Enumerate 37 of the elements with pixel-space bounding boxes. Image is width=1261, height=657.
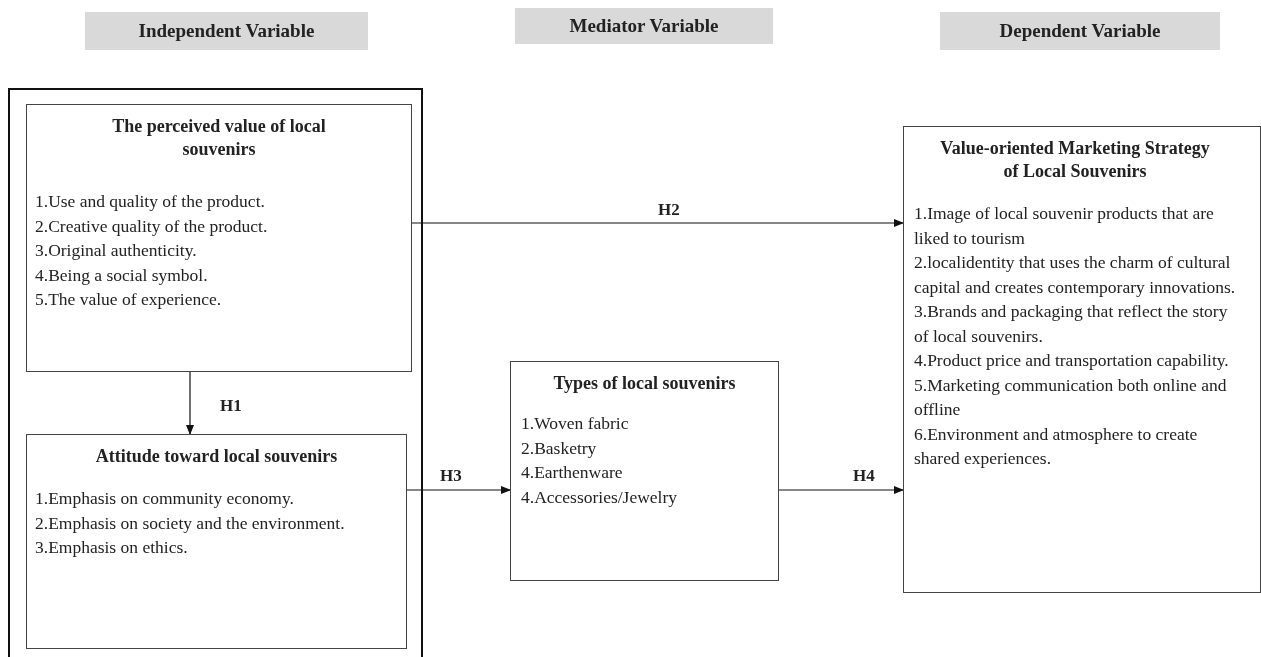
list-item: 5.The value of experience. bbox=[35, 288, 223, 311]
list-item: 1.Use and quality of the product. bbox=[35, 190, 266, 213]
list-item: 4.Product price and transportation capability. bbox=[914, 349, 1230, 372]
box-heading: Attitude toward local souvenirs bbox=[94, 445, 339, 468]
arrow bbox=[186, 371, 194, 435]
list-item: 2.Creative quality of the product. bbox=[35, 214, 269, 238]
list-item: 3.Original authenticity. bbox=[35, 239, 198, 262]
list-item: 6.Environment and atmosphere to create shared experiences. bbox=[914, 422, 1199, 470]
arrow bbox=[778, 486, 904, 494]
list-item: 2.Basketry bbox=[521, 436, 598, 460]
group-frame bbox=[8, 88, 423, 657]
arrow bbox=[411, 219, 904, 227]
list-item: 2.Emphasis on society and the environment. bbox=[35, 511, 346, 535]
column-header-band bbox=[515, 8, 773, 44]
column-header: Mediator Variable bbox=[569, 15, 719, 37]
column-header-band bbox=[85, 12, 368, 50]
column-header-band bbox=[940, 12, 1220, 50]
list-item: 3.Brands and packaging that reflect the story of local souvenirs. bbox=[914, 300, 1229, 348]
column-header: Independent Variable bbox=[138, 20, 315, 42]
list-item: 1.Woven fabric bbox=[521, 412, 630, 435]
box-heading: The perceived value of local souvenirs bbox=[111, 115, 327, 161]
concept-box bbox=[510, 361, 779, 581]
arrow bbox=[406, 486, 511, 494]
list-item: 4.Accessories/Jewelry bbox=[521, 485, 678, 509]
list-item: 4.Earthenware bbox=[521, 461, 624, 484]
concept-box bbox=[26, 104, 412, 372]
list-item: 1.Image of local souvenir products that are liked to tourism bbox=[914, 202, 1215, 250]
list-item: 3.Emphasis on ethics. bbox=[35, 536, 189, 559]
list-item: 1.Emphasis on community economy. bbox=[35, 487, 295, 510]
column-header: Dependent Variable bbox=[999, 20, 1161, 42]
list-item: 2.localidentity that uses the charm of cultural capital and creates contemporary innovations. bbox=[914, 251, 1236, 299]
box-heading: Value-oriented Marketing Strategy of Local Souvenirs bbox=[939, 137, 1211, 183]
list-item: 4.Being a social symbol. bbox=[35, 263, 209, 287]
list-item: 5.Marketing communication both online and offline bbox=[914, 373, 1228, 421]
concept-box bbox=[26, 434, 407, 649]
box-heading: Types of local souvenirs bbox=[552, 372, 737, 395]
concept-box bbox=[903, 126, 1261, 593]
